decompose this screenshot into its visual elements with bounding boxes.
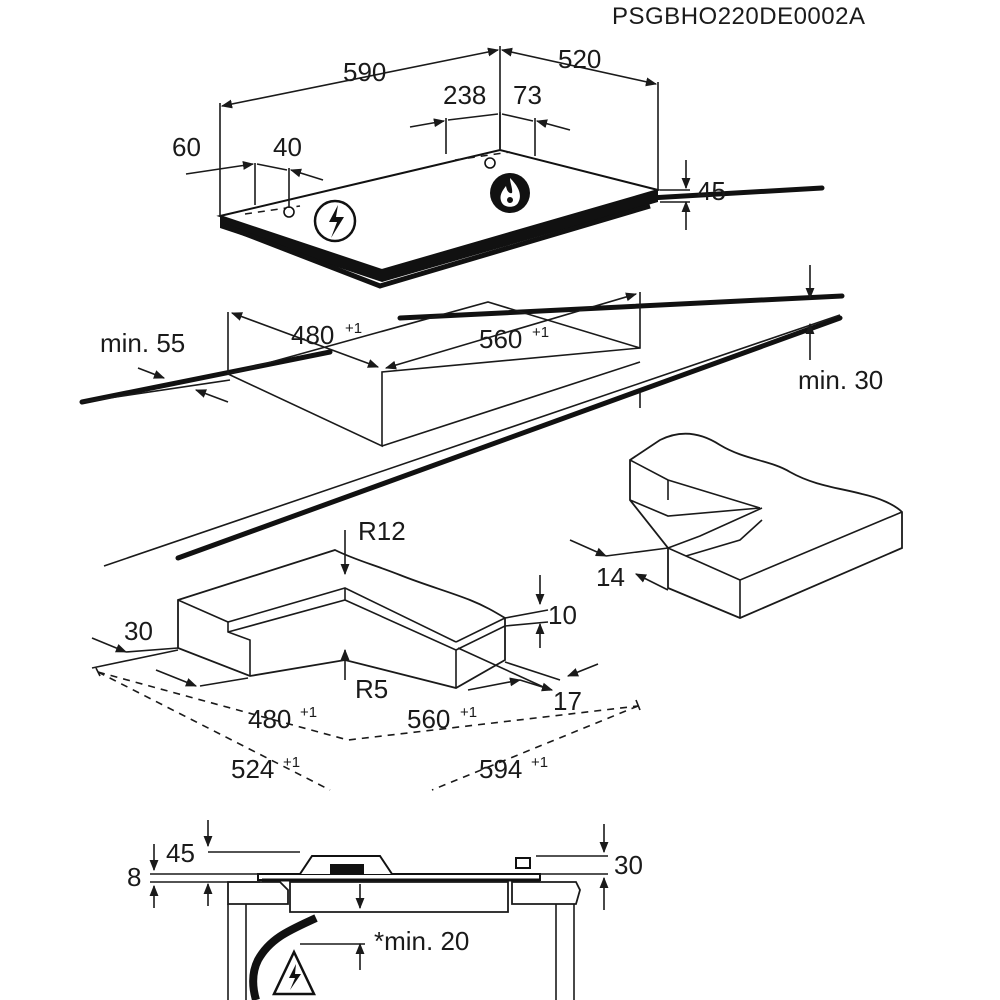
- dim-section-8: 8: [127, 862, 141, 892]
- worktop-edge-top: [647, 185, 825, 201]
- dim-outer-width-tol: +1: [531, 754, 548, 771]
- worktop-cutout: 480 +1 560 +1 min. 55 min. 30: [79, 265, 883, 567]
- electric-hazard-triangle-icon: [272, 949, 316, 996]
- dim-r5: R5: [355, 674, 388, 704]
- dim-hob-width: 590: [343, 57, 386, 87]
- dim-outer-width: 594: [479, 754, 522, 784]
- dim-inner-width: 560: [407, 704, 450, 734]
- frame-corner-detail: R12 R5 10 30 17 480 +1 560 +1: [91, 516, 641, 791]
- dim-cutout-depth: 480: [291, 320, 334, 350]
- dim-outer-depth-tol: +1: [283, 754, 300, 771]
- dim-10: 10: [548, 600, 577, 630]
- dim-min-below: *min. 20: [374, 926, 469, 956]
- dim-section-45: 45: [166, 838, 195, 868]
- dim-min-front: min. 55: [100, 328, 185, 358]
- dim-17: 17: [553, 686, 582, 716]
- dim-40: 40: [273, 132, 302, 162]
- dim-30-frame: 30: [124, 616, 153, 646]
- dim-60: 60: [172, 132, 201, 162]
- dim-238: 238: [443, 80, 486, 110]
- side-section-view: *min. 20 45 8 30: [127, 820, 643, 1000]
- document-code: PSGBHO220DE0002A: [612, 3, 865, 30]
- hob-perspective: 590 520 238 73 60 40 45: [172, 44, 825, 289]
- dim-cutout-width: 560: [479, 324, 522, 354]
- dim-14: 14: [596, 562, 625, 592]
- electric-connection-icon: [313, 199, 357, 243]
- dim-min-wall: min. 30: [798, 365, 883, 395]
- frame-profile-detail: 14: [569, 432, 903, 619]
- gas-flame-icon: [490, 173, 530, 213]
- dim-hob-height: 45: [697, 176, 726, 206]
- dim-outer-depth: 524: [231, 754, 274, 784]
- dim-cutout-depth-tol: +1: [345, 320, 362, 337]
- dim-r12: R12: [358, 516, 406, 546]
- dim-cutout-width-tol: +1: [532, 324, 549, 341]
- dim-73: 73: [513, 80, 542, 110]
- dim-inner-depth-tol: +1: [300, 704, 317, 721]
- dim-hob-depth: 520: [558, 44, 601, 74]
- dim-section-30: 30: [614, 850, 643, 880]
- dim-inner-depth: 480: [248, 704, 291, 734]
- dim-inner-width-tol: +1: [460, 704, 477, 721]
